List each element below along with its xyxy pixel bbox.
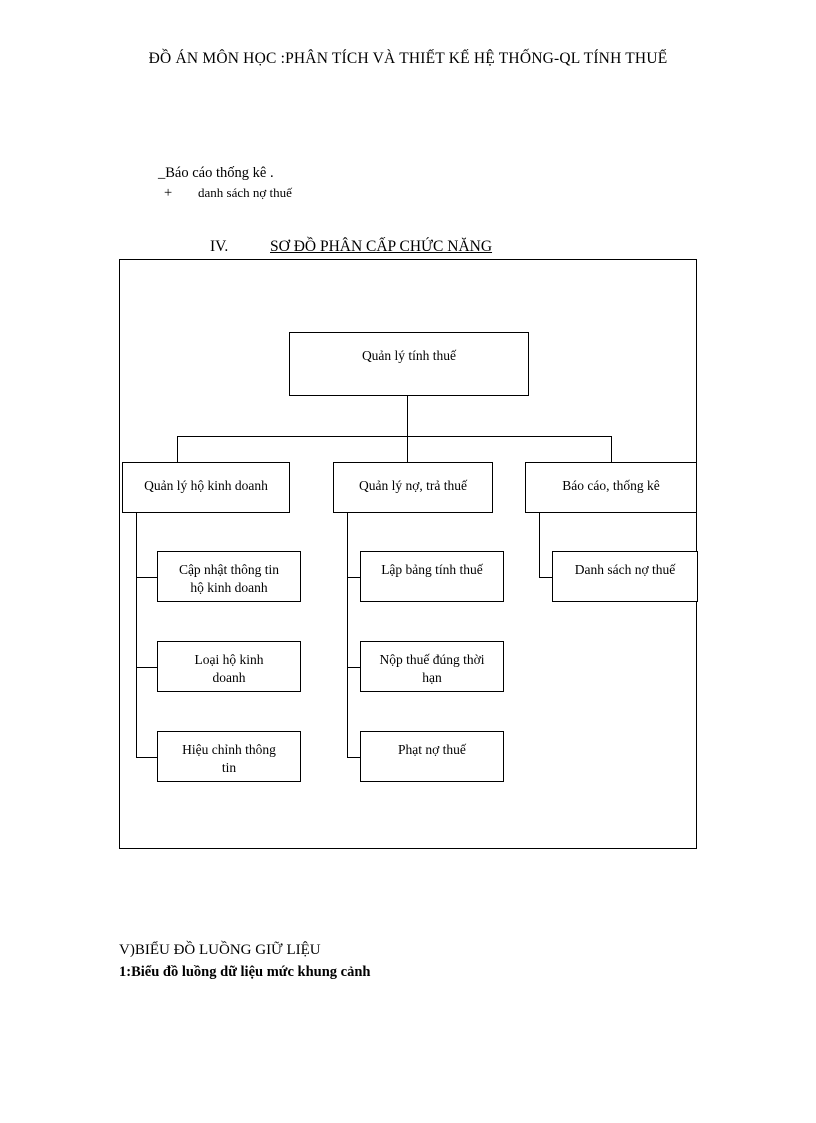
connector-stub-n2c2	[347, 667, 360, 668]
node-root[interactable]: Quản lý tính thuế	[289, 332, 529, 396]
node-label: Quản lý hộ kinh doanh	[144, 478, 268, 493]
node-label: Cập nhật thông tin hộ kinh doanh	[178, 562, 280, 595]
node-label: Hiệu chỉnh thông tin	[182, 742, 276, 775]
connector-stub-n1c2	[136, 667, 157, 668]
connector-stub-n1c1	[136, 577, 157, 578]
node-label: Loại hộ kinh doanh	[194, 652, 264, 685]
note-bullet: +	[164, 185, 173, 201]
node-label: Lập bảng tính thuế	[381, 562, 483, 577]
connector-spine-n3	[539, 513, 540, 577]
node-root-label: Quản lý tính thuế	[361, 348, 457, 363]
node-hieu-chinh-thong-tin[interactable]: Hiệu chỉnh thông tin	[157, 731, 301, 782]
document-header: ĐỒ ÁN MÔN HỌC :PHÂN TÍCH VÀ THIẾT KẾ HỆ …	[148, 50, 668, 67]
node-lap-bang-tinh-thue[interactable]: Lập bảng tính thuế	[360, 551, 504, 602]
note-line-debt-list: + danh sách nợ thuế	[158, 183, 292, 203]
node-phat-no-thue[interactable]: Phạt nợ thuế	[360, 731, 504, 782]
note-line-debt-list-label: danh sách nợ thuế	[198, 185, 292, 200]
node-bao-cao-thong-ke[interactable]: Báo cáo, thống kê	[525, 462, 697, 513]
node-label: Phạt nợ thuế	[398, 742, 466, 757]
footer-subheading-dfd-context: 1:Biểu đồ luồng dữ liệu mức khung cảnh	[119, 964, 371, 980]
node-label: Báo cáo, thống kê	[562, 478, 660, 493]
connector-stub-n2c3	[347, 757, 360, 758]
footer-heading-dfd: V)BIỂU ĐỒ LUỒNG GIỮ LIỆU	[119, 942, 321, 958]
node-label: Quản lý nợ, trả thuế	[359, 478, 467, 493]
section-title: SƠ ĐỒ PHÂN CẤP CHỨC NĂNG	[270, 238, 493, 255]
connector-stub-n2c1	[347, 577, 360, 578]
note-line-report: _Báo cáo thống kê .	[158, 165, 274, 181]
connector-level2-bus	[177, 436, 611, 437]
connector-stub-n3c1	[539, 577, 553, 578]
node-nop-thue-dung-thoi-han[interactable]: Nộp thuế đúng thời hạn	[360, 641, 504, 692]
notes-block: _Báo cáo thống kê . + danh sách nợ thuế	[158, 163, 292, 203]
node-danh-sach-no-thue[interactable]: Danh sách nợ thuế	[552, 551, 698, 602]
connector-drop-n1	[177, 436, 178, 462]
connector-spine-n1	[136, 513, 137, 758]
node-loai-ho-kinh-doanh[interactable]: Loại hộ kinh doanh	[157, 641, 301, 692]
node-quan-ly-ho-kinh-doanh[interactable]: Quản lý hộ kinh doanh	[122, 462, 290, 513]
section-heading: IV. SƠ ĐỒ PHÂN CẤP CHỨC NĂNG	[210, 238, 492, 256]
section-number: IV.	[210, 238, 229, 255]
connector-stub-n1c3	[136, 757, 157, 758]
node-label: Danh sách nợ thuế	[574, 562, 676, 577]
connector-root-stem	[407, 396, 408, 436]
node-cap-nhat-thong-tin-ho-kinh-doanh[interactable]: Cập nhật thông tin hộ kinh doanh	[157, 551, 301, 602]
connector-spine-n2	[347, 513, 348, 758]
node-quan-ly-no-tra-thue[interactable]: Quản lý nợ, trả thuế	[333, 462, 493, 513]
node-label: Nộp thuế đúng thời hạn	[379, 652, 485, 685]
connector-drop-n3	[611, 436, 612, 462]
connector-drop-n2	[407, 436, 408, 462]
